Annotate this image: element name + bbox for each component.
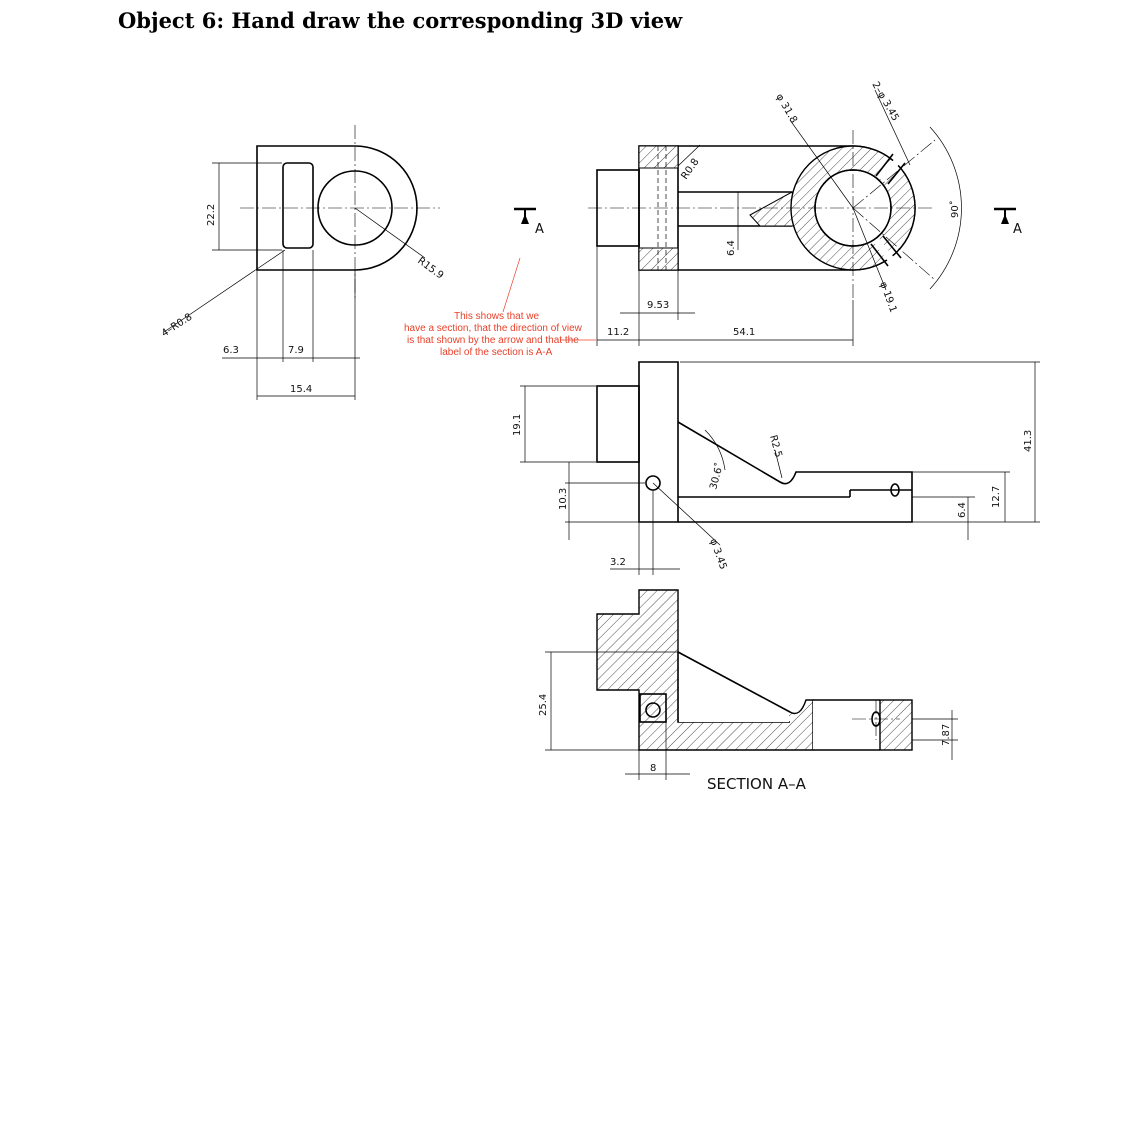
dim-phi31-8: φ 31.8	[773, 92, 799, 125]
dim-90-deg: 90˚	[949, 200, 961, 218]
note-line-4: label of the section is A-A	[440, 347, 553, 358]
dim-25-4: 25.4	[538, 694, 549, 716]
dim-r0-8-top: R0.8	[679, 157, 701, 182]
dim-7-9: 7.9	[288, 345, 304, 356]
dim-phi19-1: φ 19.1	[877, 280, 898, 314]
dim-6-4: 6.4	[957, 502, 968, 518]
dim-54-1: 54.1	[733, 327, 755, 338]
dim-r15-9: R15.9	[415, 256, 445, 282]
section-a-a-view	[545, 589, 958, 780]
dim-7-87: 7.87	[941, 724, 952, 746]
section-marker-right-label: A	[1013, 222, 1022, 237]
dim-9-53: 9.53	[647, 300, 669, 311]
dim-41-3: 41.3	[1023, 430, 1034, 452]
dim-3-2: 3.2	[610, 557, 626, 568]
dim-2-phi3-45: 2–φ 3.45	[869, 80, 900, 123]
dim-phi3-45: φ 3.45	[707, 537, 728, 571]
dim-4-r0-8: 4–R0.8	[160, 312, 195, 340]
left-end-view	[163, 125, 440, 400]
dim-30-6-deg: 30.6˚	[707, 461, 726, 490]
section-marker-left	[514, 207, 536, 224]
dim-11-2: 11.2	[607, 327, 629, 338]
section-marker-left-label: A	[535, 222, 544, 237]
dim-12-7: 12.7	[991, 486, 1002, 508]
front-view	[520, 361, 1040, 575]
section-marker-right	[994, 207, 1016, 224]
dim-22-2: 22.2	[206, 204, 217, 226]
dim-10-3: 10.3	[558, 488, 569, 510]
section-a-a-label: SECTION A–A	[707, 775, 807, 793]
note-line-1: This shows that we	[454, 311, 539, 322]
top-view	[588, 89, 962, 346]
note-line-2: have a section, that the direction of vi…	[404, 323, 583, 334]
page-title: Object 6: Hand draw the corresponding 3D…	[118, 8, 683, 33]
dim-19-1: 19.1	[512, 414, 523, 436]
dim-6-3: 6.3	[223, 345, 239, 356]
note-line-3: is that shown by the arrow and that the	[407, 335, 579, 346]
dim-r2-5: R2.5	[767, 434, 784, 459]
dim-15-4: 15.4	[290, 384, 312, 395]
dim-8: 8	[650, 763, 656, 774]
dim-6-4-top: 6.4	[726, 240, 737, 256]
